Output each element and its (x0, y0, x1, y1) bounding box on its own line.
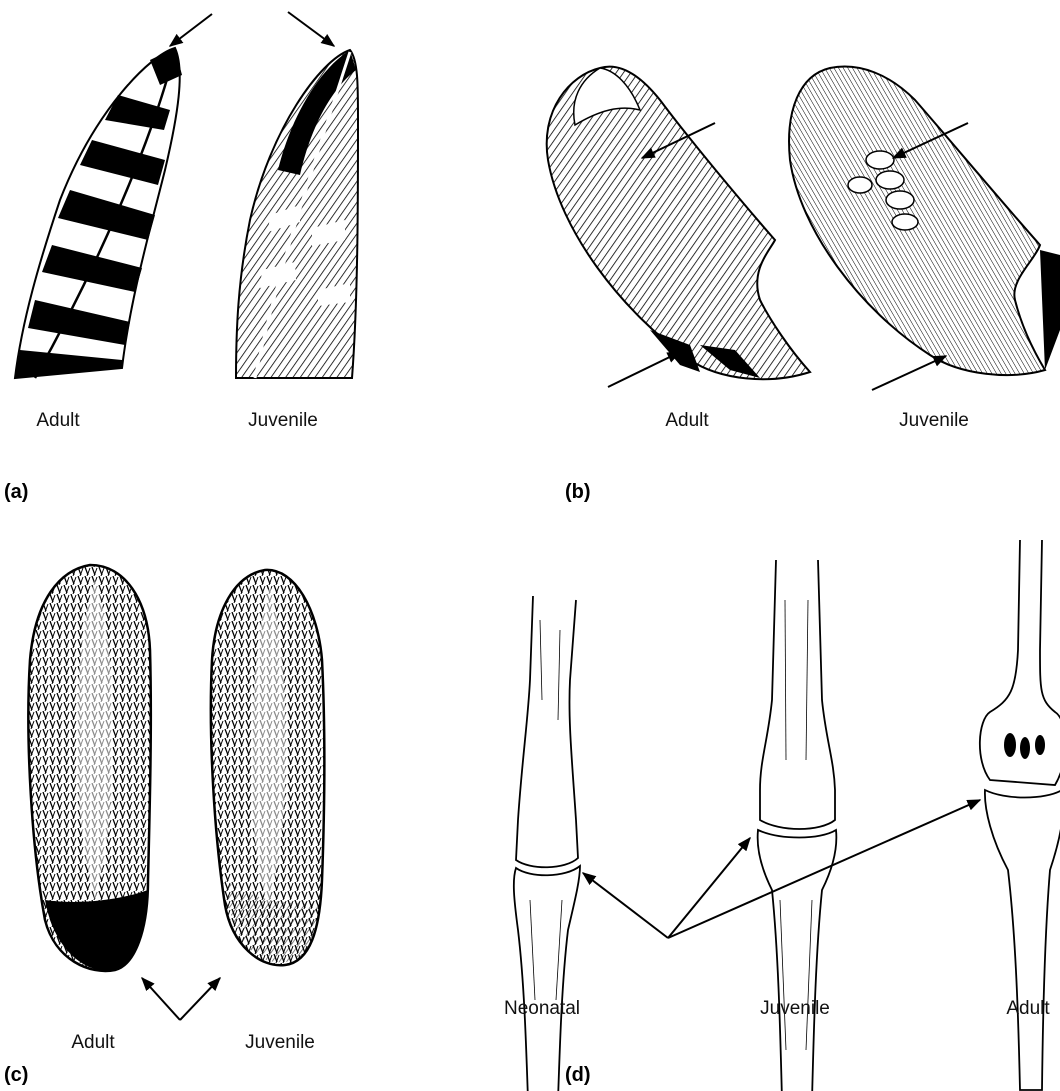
panel-letter-d: (d) (565, 1064, 591, 1087)
adult-wing-illustration (547, 67, 810, 380)
label-a-juvenile: Juvenile (248, 410, 318, 432)
label-a-adult: Adult (36, 410, 79, 432)
label-b-juvenile: Juvenile (899, 410, 969, 432)
label-c-juvenile: Juvenile (245, 1032, 315, 1054)
panel-letter-a: (a) (4, 481, 28, 504)
panel-letter-b: (b) (565, 481, 591, 504)
adult-tail-arrow (142, 978, 180, 1020)
juvenile-feather-tip-arrow (288, 12, 334, 46)
juvenile-tail-illustration (211, 570, 324, 965)
juvenile-feather-illustration (236, 50, 358, 378)
label-d-juvenile: Juvenile (760, 998, 830, 1020)
adult-tail-illustration (28, 565, 150, 971)
neonatal-growth-plate-arrow (583, 873, 668, 938)
adult-feather-tip-arrow (170, 14, 212, 46)
label-d-adult: Adult (1006, 998, 1049, 1020)
label-b-adult: Adult (665, 410, 708, 432)
label-d-neonatal: Neonatal (504, 998, 580, 1020)
juvenile-tail-arrow (180, 978, 220, 1020)
juvenile-wing-illustration (789, 67, 1060, 375)
juvenile-growth-plate-arrow (668, 838, 750, 938)
adult-feather-illustration (15, 48, 182, 378)
panel-letter-c: (c) (4, 1064, 28, 1087)
adult-primary-tip-arrow (608, 352, 680, 387)
juvenile-primary-tip-arrow (872, 356, 946, 390)
label-c-adult: Adult (71, 1032, 114, 1054)
